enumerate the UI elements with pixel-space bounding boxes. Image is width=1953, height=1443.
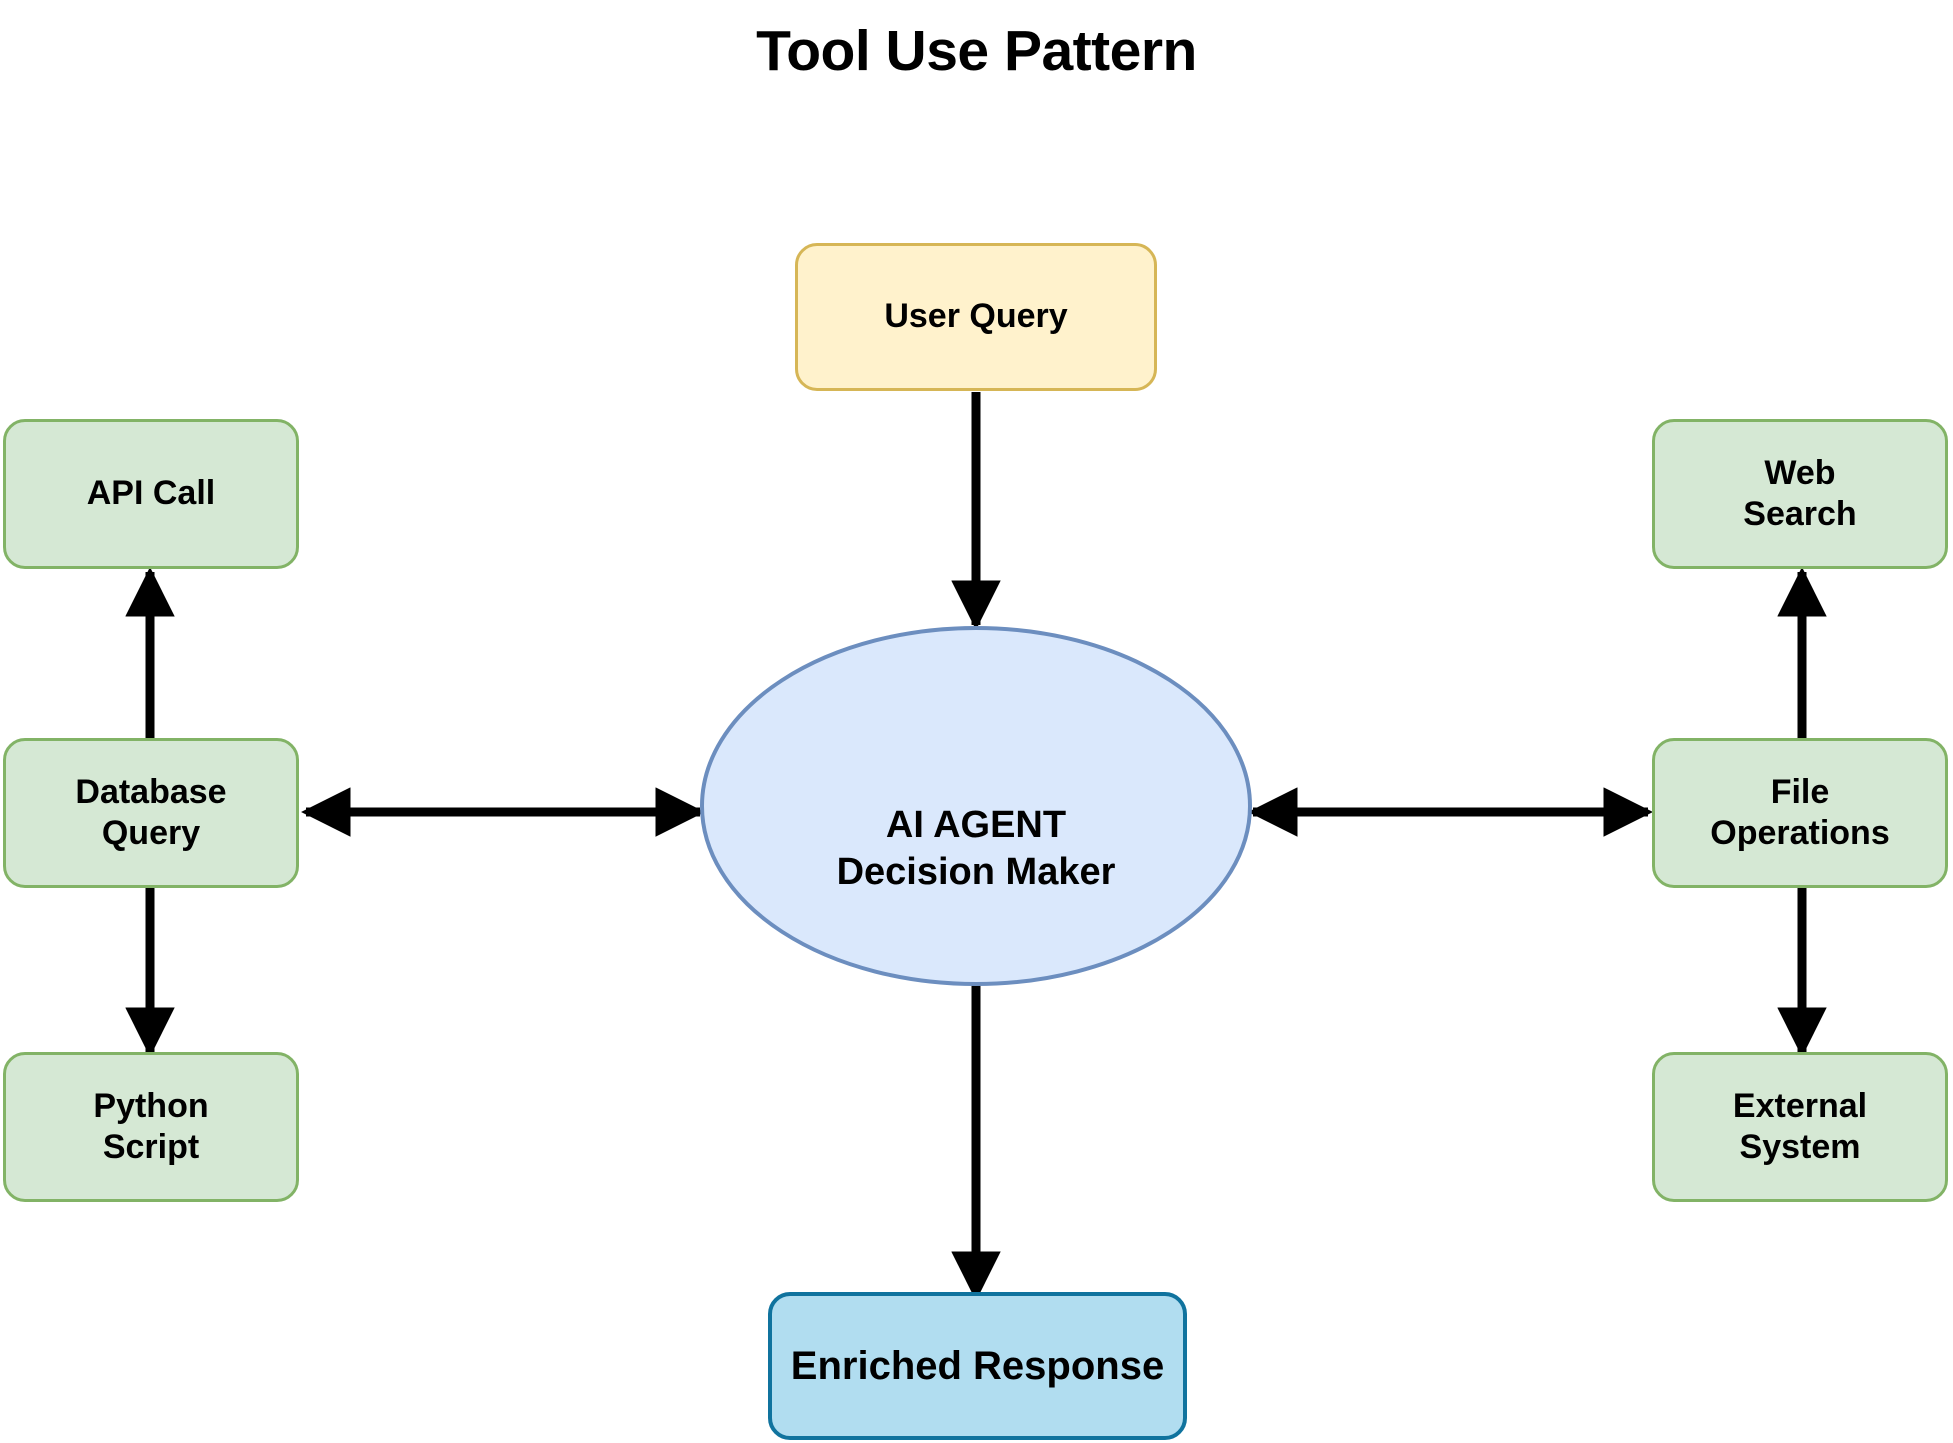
node-user-query-label: User Query	[884, 297, 1068, 336]
node-api-call-label: API Call	[86, 474, 216, 513]
node-database-query-label: Database Query	[75, 772, 227, 852]
node-file-operations-label: File Operations	[1710, 772, 1890, 852]
ai-agent-ellipse[interactable]	[700, 626, 1252, 986]
node-external-system[interactable]: External System	[1652, 1052, 1948, 1202]
page-title: Tool Use Pattern	[756, 19, 1197, 83]
node-enriched-response[interactable]: Enriched Response	[768, 1292, 1187, 1440]
node-python-script-label: Python Script	[93, 1086, 209, 1166]
node-python-script[interactable]: Python Script	[3, 1052, 299, 1202]
node-web-search[interactable]: Web Search	[1652, 419, 1948, 569]
node-database-query[interactable]: Database Query	[3, 738, 299, 888]
node-external-system-label: External System	[1732, 1086, 1868, 1166]
node-file-operations[interactable]: File Operations	[1652, 738, 1948, 888]
node-web-search-label: Web Search	[1743, 453, 1857, 533]
node-user-query[interactable]: User Query	[795, 243, 1157, 391]
node-api-call[interactable]: API Call	[3, 419, 299, 569]
node-enriched-response-label: Enriched Response	[790, 1343, 1165, 1388]
